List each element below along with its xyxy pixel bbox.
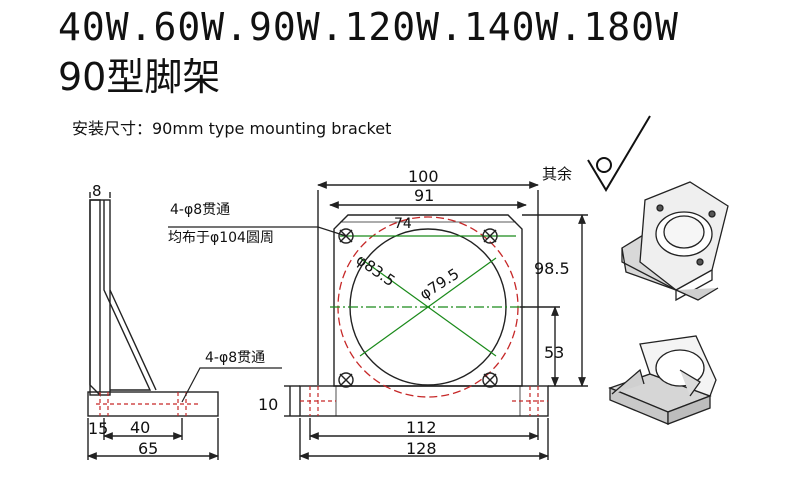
- page-title-model: 90型脚架: [58, 55, 221, 99]
- side-dim-65: 65: [138, 439, 158, 458]
- front-base-hole-lines: [300, 386, 548, 416]
- front-dim-128: 128: [406, 439, 437, 458]
- bracket-isometric-top-icon: [621, 181, 729, 302]
- side-dim-thickness: 8: [92, 182, 102, 200]
- front-view: [168, 181, 588, 460]
- front-dim-53: 53: [544, 343, 564, 362]
- front-dim-91: 91: [414, 186, 434, 205]
- front-dim-112: 112: [406, 418, 437, 437]
- side-upright-plate: [89, 199, 101, 397]
- front-dim-100: 100: [408, 167, 439, 186]
- front-dim-10: 10: [258, 395, 278, 414]
- center-lines: [330, 235, 526, 357]
- side-hole-note: 4-φ8贯通: [205, 350, 265, 366]
- front-dim-98-5: 98.5: [534, 259, 570, 278]
- side-hole-lines: [96, 392, 200, 416]
- surface-finish-label: 其余: [542, 165, 572, 183]
- page-title: 40W.60W.90W.120W.140W.180W: [58, 5, 679, 49]
- check-triangle-icon: [587, 115, 651, 192]
- front-dim-phi79-5: φ79.5: [416, 265, 462, 304]
- mounting-size-caption: 安装尺寸：90mm type mounting bracket: [72, 119, 392, 138]
- front-base-plate: [299, 385, 549, 417]
- front-dim-74: 74: [394, 216, 412, 232]
- side-base-plate: [87, 391, 219, 417]
- bracket-isometric-bottom-icon: [608, 335, 717, 425]
- side-view: [87, 192, 282, 460]
- side-dim-15: 15: [88, 419, 108, 438]
- side-dim-40: 40: [130, 418, 150, 437]
- front-hole-note-line2: 均布于φ104圆周: [168, 230, 274, 246]
- side-gusset: [103, 200, 152, 391]
- front-hole-note-line1: 4-φ8贯通: [170, 202, 230, 218]
